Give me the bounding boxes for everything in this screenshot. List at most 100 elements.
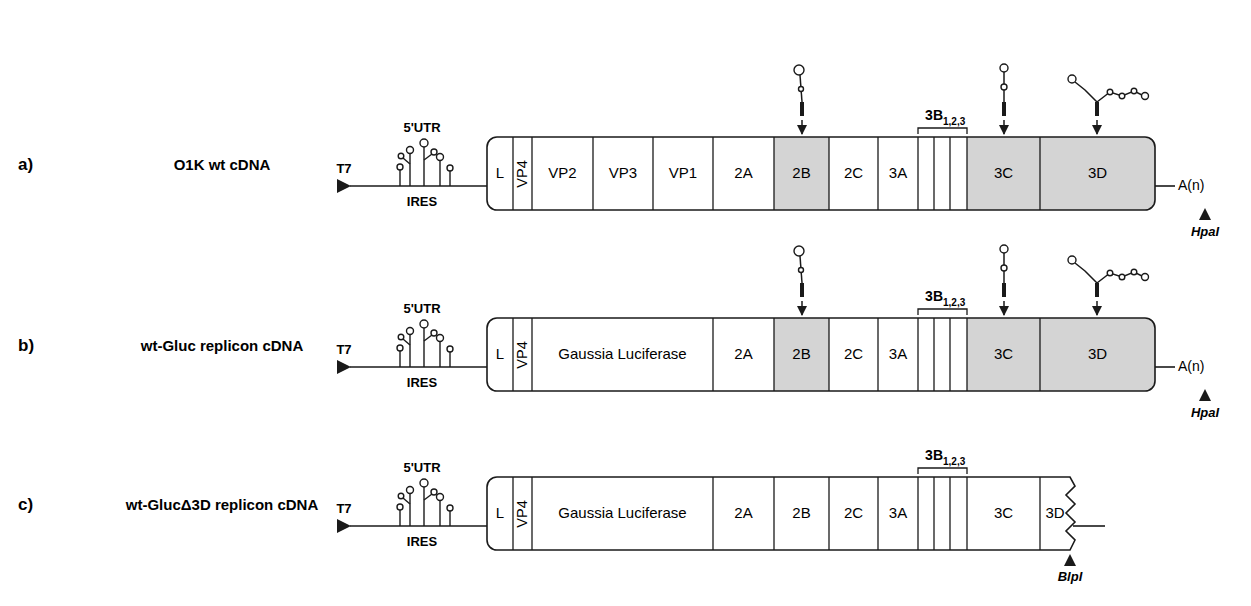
stem xyxy=(1002,102,1006,116)
loop xyxy=(794,65,804,75)
segment-label: L xyxy=(496,346,504,363)
construct-name: wt-Gluc replicon cDNA xyxy=(141,338,304,355)
segment-divider xyxy=(949,137,950,210)
stem xyxy=(403,158,410,164)
construct-row xyxy=(337,468,1105,566)
protein-segment: 3C xyxy=(967,477,1040,550)
ires-stem-loops xyxy=(397,320,453,367)
loop xyxy=(447,505,453,511)
ires-stem-loops xyxy=(397,139,453,186)
segment-divider xyxy=(1039,137,1040,210)
segment-label: 2B xyxy=(792,505,810,522)
loop xyxy=(420,320,428,328)
subscript-label: 1,2,3 xyxy=(943,116,965,127)
segment-divider xyxy=(592,137,593,210)
stem xyxy=(409,334,410,367)
stem xyxy=(424,154,432,160)
utr-label: 5'UTR xyxy=(403,461,440,475)
loop xyxy=(1000,64,1008,72)
segment-label: 2B xyxy=(792,165,810,182)
protein-segment: VP4 xyxy=(513,477,532,550)
highlight-fill xyxy=(967,137,1040,210)
segment-divider xyxy=(773,137,774,210)
promoter-label: T7 xyxy=(336,162,351,176)
segment-divider xyxy=(512,137,513,210)
loop xyxy=(420,479,428,487)
construct-row xyxy=(337,64,1211,220)
segment-label: L xyxy=(496,165,504,182)
protein-segment: L xyxy=(487,318,513,391)
stem xyxy=(800,102,804,116)
segment-divider xyxy=(933,318,934,391)
stem xyxy=(423,486,424,526)
pointer-arrow xyxy=(1003,120,1005,134)
loop xyxy=(1142,93,1149,100)
stem xyxy=(439,341,440,367)
stem xyxy=(1095,102,1099,116)
protein-segment: 3A xyxy=(878,137,918,210)
segment-divider xyxy=(1039,318,1040,391)
loop xyxy=(1068,75,1076,83)
utr-label: 5'UTR xyxy=(403,302,440,316)
loop xyxy=(397,504,403,510)
segment-label: VP1 xyxy=(669,165,697,182)
segment-label: 2B xyxy=(792,346,810,363)
stem xyxy=(449,171,450,186)
bulge xyxy=(799,87,804,92)
bulge xyxy=(1001,265,1007,271)
segment-label: 3A xyxy=(889,165,907,182)
protein-label: 3B xyxy=(925,108,943,123)
segment-label: 3D xyxy=(1045,505,1064,522)
polyprotein-box xyxy=(487,318,1155,391)
loop xyxy=(407,147,414,154)
segment-divider xyxy=(512,318,513,391)
pointer-arrow xyxy=(1096,120,1098,134)
segment-divider xyxy=(773,318,774,391)
panel-letter: c) xyxy=(18,496,33,515)
loop xyxy=(1000,245,1008,253)
segment-label: 2A xyxy=(734,165,752,182)
segment-label: 2C xyxy=(844,505,863,522)
protein-segment: VP4 xyxy=(513,318,532,391)
segment-divider xyxy=(773,477,774,550)
segment-label: 2C xyxy=(844,165,863,182)
protein-segment: 3A xyxy=(878,318,918,391)
protein-segment: VP4 xyxy=(513,137,532,210)
segment-label: Gaussia Luciferase xyxy=(558,505,686,522)
protein-segment: 2C xyxy=(829,318,878,391)
bulge xyxy=(799,268,804,273)
restriction-site-label: BlpI xyxy=(1058,570,1083,584)
stem xyxy=(423,327,424,367)
polya-label: A(n) xyxy=(1178,178,1204,193)
segment-divider xyxy=(917,318,918,391)
promoter-label: T7 xyxy=(336,502,351,516)
segment-divider xyxy=(512,477,513,550)
segment-label: L xyxy=(496,505,504,522)
segment-divider xyxy=(933,137,934,210)
loop xyxy=(437,335,444,342)
segment-label: 3A xyxy=(889,346,907,363)
protein-label: 3B xyxy=(925,448,943,463)
segment-label: Gaussia Luciferase xyxy=(558,346,686,363)
segment-divider xyxy=(966,477,967,550)
trailing-line xyxy=(1073,525,1105,527)
stem xyxy=(800,283,804,297)
stem xyxy=(424,335,432,341)
stem xyxy=(439,500,440,526)
protein-segment: 3D xyxy=(1040,477,1070,550)
highlight-fill xyxy=(774,137,829,210)
stem xyxy=(1075,263,1097,283)
segment-divider xyxy=(917,477,918,550)
segment-divider xyxy=(712,318,713,391)
loop xyxy=(1107,89,1113,95)
t7-promoter-triangle xyxy=(337,360,351,374)
segment-divider xyxy=(949,318,950,391)
rna-structure-icon xyxy=(794,246,804,297)
stem xyxy=(403,339,410,345)
loop xyxy=(1131,269,1137,275)
stem xyxy=(1002,283,1006,297)
protein-segment: L xyxy=(487,477,513,550)
segment-divider xyxy=(917,137,918,210)
restriction-site-marker xyxy=(1064,554,1076,566)
